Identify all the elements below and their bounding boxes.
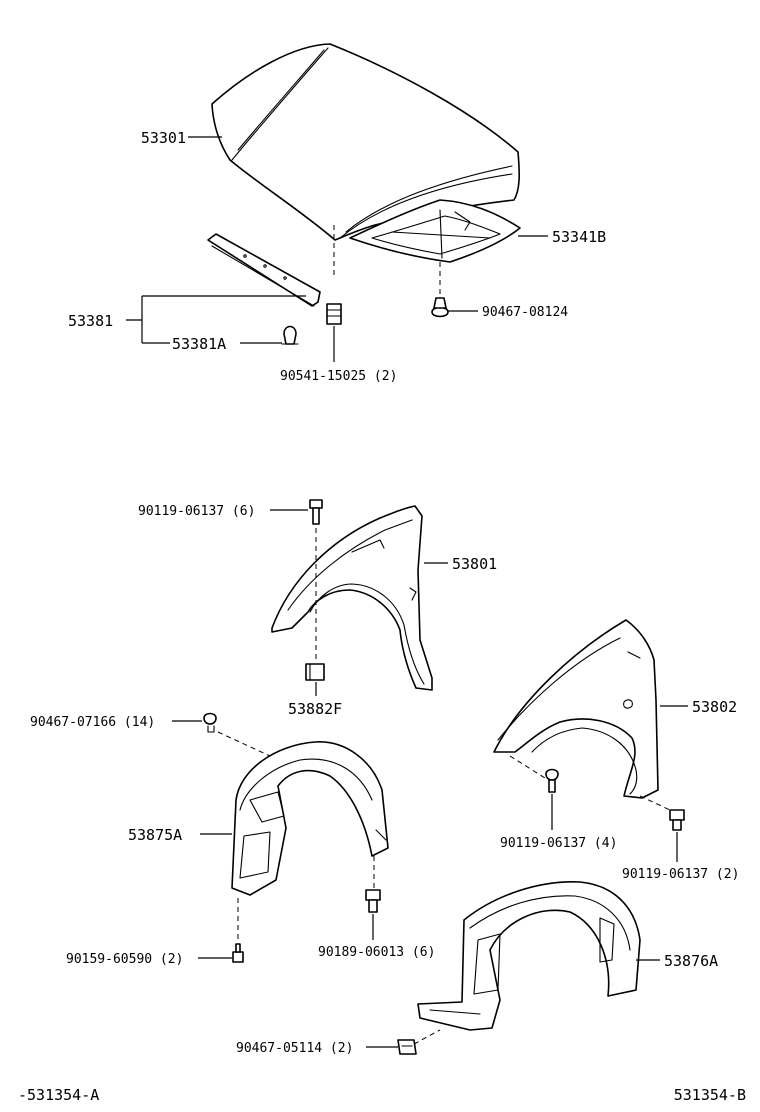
liner-53876a-part	[417, 881, 641, 1031]
label-clip-90467-07166: 90467-07166 (14)	[30, 715, 155, 730]
label-seal-clip: 53381A	[172, 335, 226, 353]
bolt-90119-4-icon	[509, 755, 559, 793]
label-hood: 53301	[141, 129, 186, 147]
label-clip-90467-05114: 90467-05114 (2)	[236, 1041, 353, 1056]
label-cushion: 90541-15025 (2)	[280, 369, 397, 384]
label-hood-seal: 53381	[68, 312, 113, 330]
clip-90467-05114-icon	[397, 1029, 441, 1055]
label-bolt-90119-2: 90119-06137 (2)	[622, 867, 739, 882]
bolt-90189-icon	[365, 856, 381, 913]
label-clip-90467-08124: 90467-08124	[482, 305, 568, 320]
liner-53875a-part	[231, 741, 389, 896]
liner-right-clip-dash	[217, 731, 271, 757]
hood-seal-part	[207, 233, 321, 307]
fender-53801-part	[271, 505, 433, 691]
leader-seal-bracket	[126, 295, 306, 344]
label-bolt-90119-4: 90119-06137 (4)	[500, 836, 617, 851]
hood-insulator-part	[349, 199, 521, 263]
seal-clip-icon	[281, 325, 299, 345]
footer-right-code: 531354-B	[674, 1086, 746, 1104]
label-screw-90159: 90159-60590 (2)	[66, 952, 183, 967]
label-bolt-90189: 90189-06013 (6)	[318, 945, 435, 960]
footer-left-code: -531354-A	[18, 1086, 99, 1104]
screw-90159-icon	[232, 898, 244, 963]
nut-53882f-icon	[305, 663, 325, 681]
clip-90467-08124-icon	[431, 297, 449, 318]
label-bolt-90119-top: 90119-06137 (6)	[138, 504, 255, 519]
label-fender-53802: 53802	[692, 698, 737, 716]
label-hood-insulator: 53341B	[552, 228, 606, 246]
label-nut-53882f: 53882F	[288, 700, 342, 718]
label-liner-53876a: 53876A	[664, 952, 718, 970]
label-fender-53801: 53801	[452, 555, 497, 573]
label-liner-53875a: 53875A	[128, 826, 182, 844]
clip-90467-07166-icon	[203, 712, 217, 733]
cushion-icon	[326, 303, 342, 325]
bolt-90119-2-icon	[639, 795, 685, 831]
hood-part	[211, 43, 520, 241]
bolt-90119-top-icon	[309, 499, 323, 525]
fender-53802-part	[493, 619, 659, 799]
